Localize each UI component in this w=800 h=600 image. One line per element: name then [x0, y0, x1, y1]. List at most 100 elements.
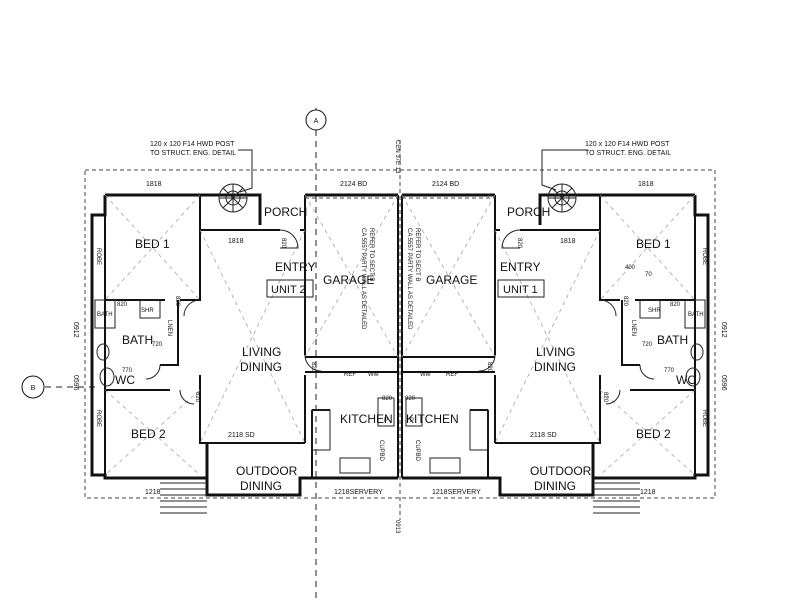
- door-820-entry-left: 820: [280, 238, 286, 249]
- centre-axis-bottom-label: 0913: [394, 520, 400, 534]
- door-820-bed1-left: 820: [174, 296, 180, 307]
- room-outdoor-left-line-1: OUTDOOR: [236, 464, 298, 478]
- dim-sd-right: 2118 SD: [530, 432, 557, 439]
- dim-servery-left: 1218SERVERY: [334, 489, 383, 496]
- shr-tag-right: SHR: [648, 308, 661, 314]
- kitchen-benches: [311, 397, 489, 474]
- room-wc-right: WC: [676, 373, 696, 387]
- dim-servery-right: 1218SERVERY: [432, 489, 481, 496]
- centre-axis-top-label: CEN 37E 13: [394, 140, 400, 174]
- gridline-a-marker: A: [305, 108, 327, 600]
- unit-1-label: UNIT 1: [503, 284, 538, 296]
- shr-tag-left: SHR: [141, 308, 154, 314]
- step-tag-right-2: 70: [645, 272, 652, 278]
- door-820-entry-right: 820: [516, 238, 522, 249]
- wm-tag-right: WM: [420, 372, 431, 378]
- party-wall-note-right-2: REFER TO SECT B: [414, 228, 420, 281]
- room-kitchen-left: KITCHEN: [340, 412, 393, 426]
- room-porch-right: PORCH: [507, 205, 550, 219]
- room-kitchen-right: KITCHEN: [406, 412, 459, 426]
- lnen-tag-right: LNEN: [630, 320, 636, 336]
- svg-text:B: B: [31, 385, 36, 392]
- room-porch-left: PORCH: [264, 205, 307, 219]
- door-770-right: 770: [664, 368, 675, 374]
- party-wall-note-right-1: CA 5557 PARTY WALL AS DETAILED: [406, 228, 412, 330]
- dim-left-mid: 0912: [72, 322, 79, 338]
- lnen-tag-left: LNEN: [166, 320, 172, 336]
- door-820-bath-right: 820: [670, 302, 681, 308]
- ceiling-diagonals: [104, 194, 696, 476]
- post-note-right-line-2: TO STRUCT. ENG. DETAIL: [585, 150, 671, 157]
- post-note-left-line-2: TO STRUCT. ENG. DETAIL: [150, 150, 236, 157]
- door-720-right: 720: [642, 342, 653, 348]
- dim-top-right: 1818: [638, 181, 654, 188]
- robe-tag-bed2-left: ROBE: [95, 410, 101, 427]
- door-720-left: 720: [152, 342, 163, 348]
- door-820-kitchen-left: 820: [382, 396, 393, 402]
- dim-top-center-right: 2124 BD: [432, 181, 459, 188]
- dim-sd-left: 2118 SD: [228, 432, 255, 439]
- robe-tag-bed2-right: ROBE: [701, 410, 707, 427]
- room-outdoor-left-line-2: DINING: [240, 479, 282, 493]
- door-swings: [145, 229, 655, 405]
- wm-tag-left: WM: [368, 372, 379, 378]
- outdoor-steps: [160, 482, 640, 514]
- room-living-left-line-1: LIVING: [242, 345, 281, 359]
- tree-left-icon: [218, 183, 248, 213]
- room-wc-left: WC: [115, 373, 135, 387]
- room-bed2-left: BED 2: [131, 427, 166, 441]
- room-living-left-line-2: DINING: [240, 360, 282, 374]
- door-820-garage-left: 820: [310, 362, 316, 373]
- room-living-right-line-1: LIVING: [536, 345, 575, 359]
- bath-tag-left: BATH: [97, 312, 113, 318]
- room-outdoor-right-line-1: OUTDOOR: [530, 464, 592, 478]
- dim-top-left: 1818: [146, 181, 162, 188]
- party-wall-note-left-1: CA 5557 PARTY WALL AS DETAILED: [360, 228, 366, 330]
- door-770-left: 770: [122, 368, 133, 374]
- robe-tag-bed1-right: ROBE: [701, 248, 707, 265]
- room-outdoor-right-line-2: DINING: [534, 479, 576, 493]
- dim-bottom-left: 1218: [145, 489, 161, 496]
- post-callout-leaders: [238, 149, 588, 193]
- pantry-tag-right: P: [410, 418, 414, 424]
- door-820-bed2-right: 820: [602, 392, 608, 403]
- robe-tag-bed1-left: ROBE: [95, 248, 101, 265]
- tree-right-icon: [547, 183, 577, 213]
- room-bed1-right: BED 1: [636, 237, 671, 251]
- bath-fixtures: [94, 299, 706, 387]
- pantry-tag-left: P: [384, 418, 388, 424]
- party-wall-note-left-2: REFER TO SECT B: [368, 228, 374, 281]
- dim-top-center-left: 2124 BD: [340, 181, 367, 188]
- dim-bottom-right: 1218: [640, 489, 656, 496]
- ref-tag-right: REF: [446, 372, 458, 378]
- unit-1-box: [497, 279, 545, 298]
- room-entry-right: ENTRY: [500, 260, 540, 274]
- dim-right-low: 0596: [720, 375, 727, 391]
- room-garage-left: GARAGE: [323, 273, 374, 287]
- cupbd-tag-right: CUPBD: [414, 440, 420, 462]
- room-living-right-line-2: DINING: [534, 360, 576, 374]
- room-bath-right: BATH: [657, 333, 688, 347]
- dim-left-low: 0596: [72, 375, 79, 391]
- dim-entry-left: 1818: [228, 238, 244, 245]
- unit-2-label: UNIT 2: [271, 284, 306, 296]
- ref-tag-left: REF: [344, 372, 356, 378]
- svg-text:A: A: [314, 118, 319, 125]
- dim-entry-right: 1818: [560, 238, 576, 245]
- room-garage-right: GARAGE: [426, 273, 477, 287]
- step-tag-right: 400: [625, 265, 636, 271]
- room-bed2-right: BED 2: [636, 427, 671, 441]
- door-820-bed2-left: 820: [194, 392, 200, 403]
- room-bath-left: BATH: [122, 333, 153, 347]
- post-note-right-line-1: 120 x 120 F14 HWD POST: [585, 141, 670, 148]
- unit-2-box: [266, 279, 314, 298]
- door-820-kitchen-right: 820: [405, 396, 416, 402]
- bath-tag-right: BATH: [688, 312, 704, 318]
- room-bed1-left: BED 1: [135, 237, 170, 251]
- post-note-left-line-1: 120 x 120 F14 HWD POST: [150, 141, 235, 148]
- room-entry-left: ENTRY: [275, 260, 315, 274]
- cupbd-tag-left: CUPBD: [378, 440, 384, 462]
- gridline-b-marker: B: [21, 375, 98, 399]
- door-820-garage-right: 820: [486, 362, 492, 373]
